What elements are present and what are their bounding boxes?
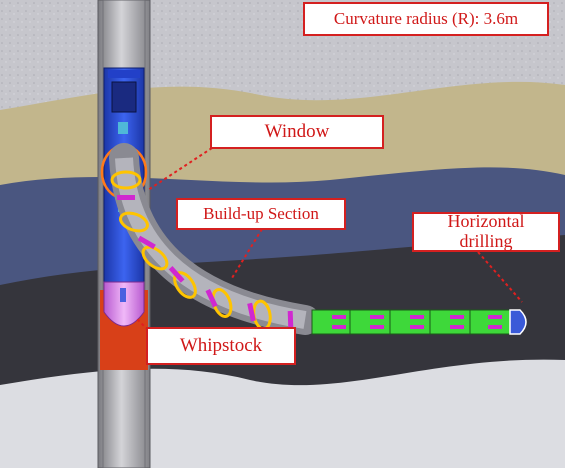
pink-guide-nose xyxy=(103,281,145,327)
window-label: Window xyxy=(210,115,384,149)
buildup-section-label: Build-up Section xyxy=(176,198,346,230)
horizontal-drilling-label: Horizontal drilling xyxy=(412,211,560,252)
horizontal-lateral xyxy=(311,309,513,335)
horizontal-drilling-line2: drilling xyxy=(459,231,513,251)
curvature-radius-label: Curvature radius (R): 3.6m xyxy=(303,2,549,36)
whipstock-label: Whipstock xyxy=(146,327,296,365)
horizontal-drilling-line1: Horizontal xyxy=(447,211,525,232)
lateral-segments xyxy=(332,315,502,329)
lateral-bit xyxy=(509,309,527,335)
